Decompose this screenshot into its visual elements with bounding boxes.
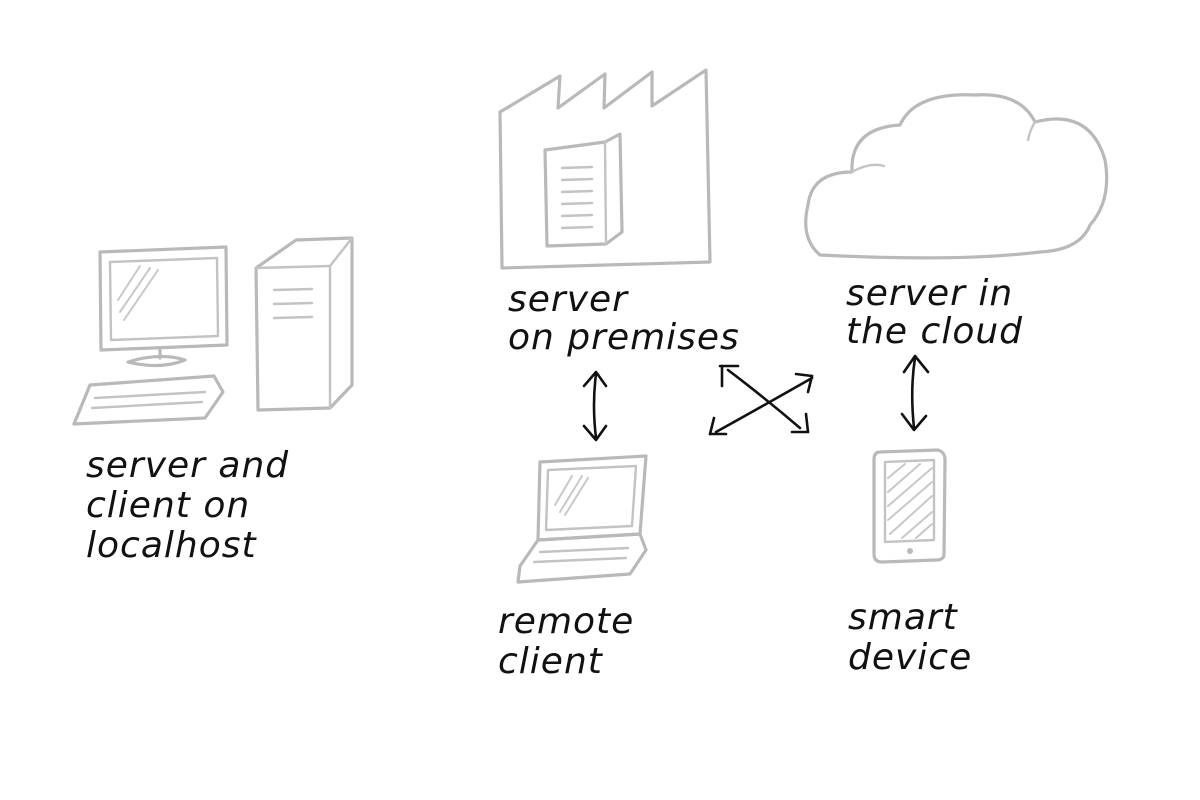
label-cloud-line2: the cloud bbox=[846, 311, 1024, 352]
label-premises: server on premises bbox=[508, 282, 740, 356]
tablet-icon bbox=[872, 448, 947, 564]
arrow-cloud-device bbox=[900, 354, 930, 432]
arrow-premises-remote bbox=[582, 370, 608, 442]
label-localhost-line3: localhost bbox=[86, 525, 257, 566]
cloud-icon bbox=[804, 93, 1109, 260]
laptop-icon bbox=[516, 454, 648, 584]
label-localhost-line1: server and bbox=[86, 445, 290, 486]
label-remote-client: remote client bbox=[498, 604, 634, 680]
label-remote-client-line2: client bbox=[498, 641, 603, 682]
label-premises-line2: on premises bbox=[508, 317, 740, 358]
label-smart-device: smart device bbox=[848, 600, 972, 676]
label-smart-device-line2: device bbox=[848, 637, 973, 678]
factory-icon bbox=[498, 68, 712, 270]
label-localhost-line2: client on bbox=[86, 485, 251, 526]
desktop-computer-icon bbox=[72, 236, 354, 426]
label-premises-line1: server bbox=[508, 279, 628, 320]
arrow-cross-connections bbox=[708, 364, 814, 436]
label-remote-client-line1: remote bbox=[498, 601, 635, 642]
label-cloud: server in the cloud bbox=[846, 276, 1023, 350]
label-cloud-line1: server in bbox=[846, 273, 1014, 314]
label-localhost: server and client on localhost bbox=[86, 448, 289, 564]
label-smart-device-line1: smart bbox=[848, 597, 958, 638]
